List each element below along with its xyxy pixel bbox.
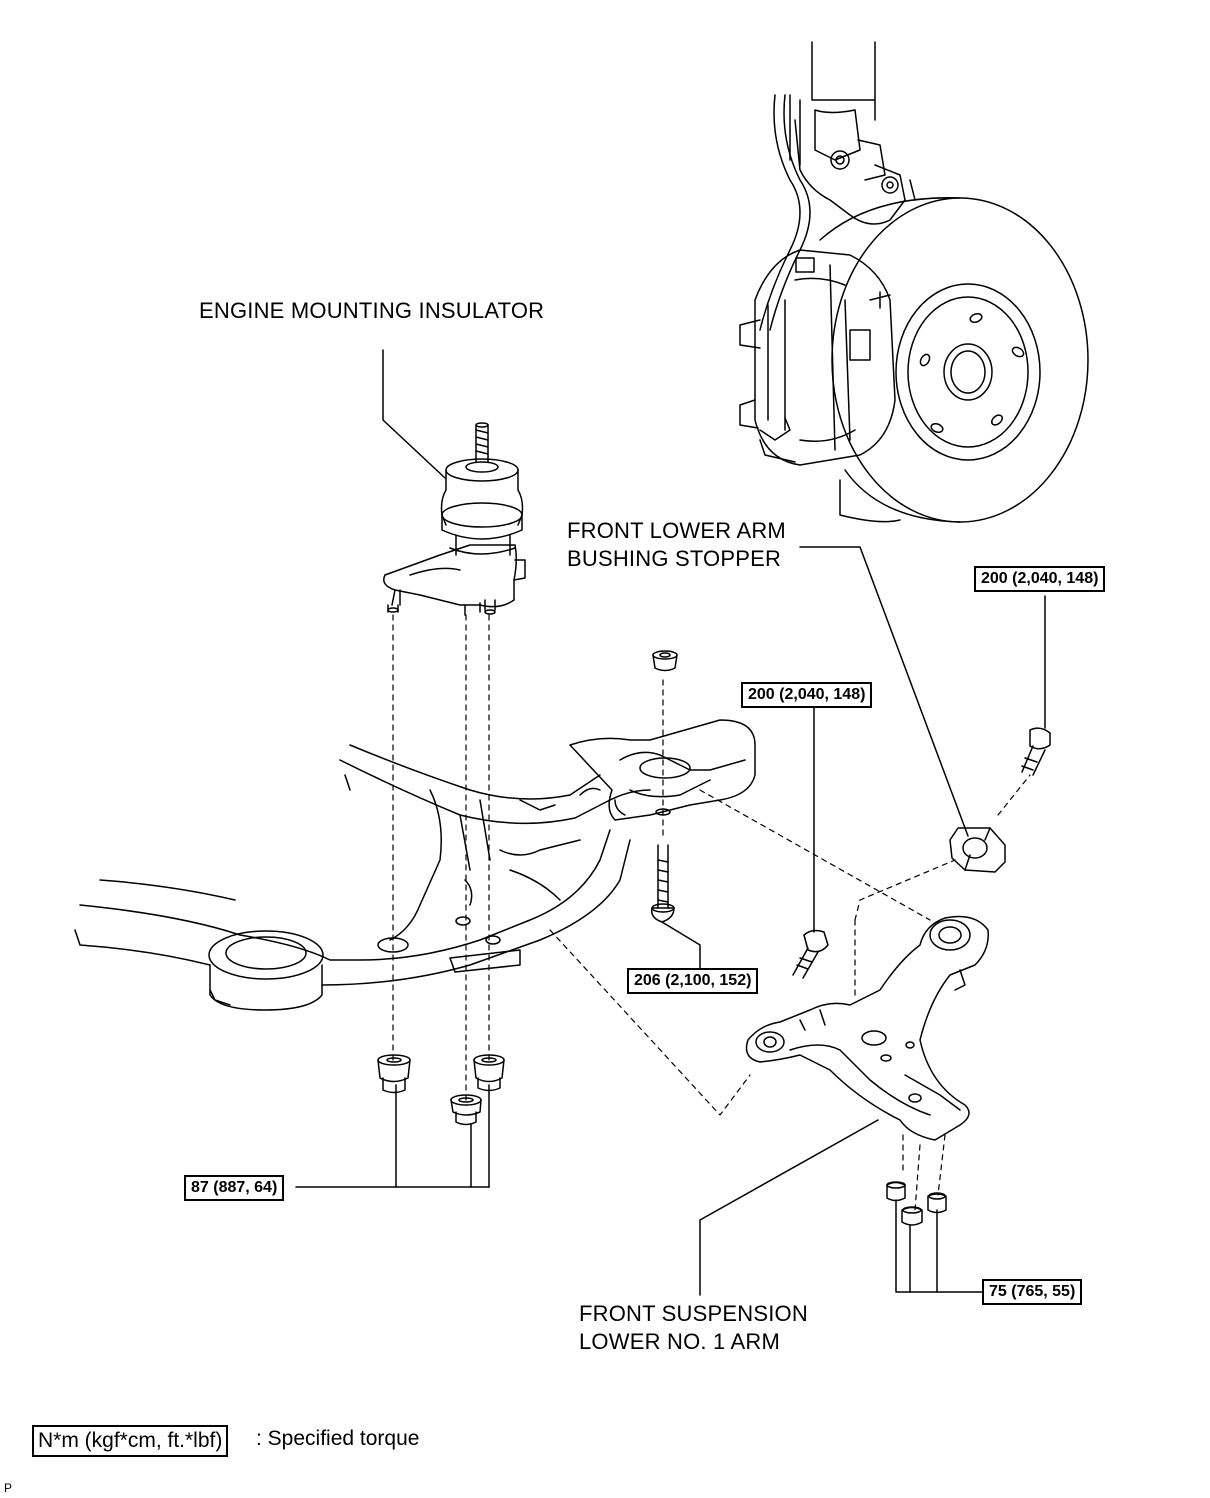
- torque-box-crossmember-bolt: 206 (2,100, 152): [627, 968, 759, 994]
- lower-arm-label-line2: LOWER NO. 1 ARM: [579, 1329, 781, 1354]
- engine-mounting-insulator-label: ENGINE MOUNTING INSULATOR: [199, 298, 545, 323]
- lower-arm-part: [745, 915, 989, 1141]
- brake-disc-hub-assembly: [739, 41, 1089, 523]
- lower-arm-bolts: [792, 727, 1051, 1226]
- leader-lines: [295, 349, 1046, 1296]
- engine-mount-nuts: [377, 1054, 505, 1126]
- front-crossmember: [74, 719, 756, 1011]
- torque-box-arm-front-bolt: 200 (2,040, 148): [741, 682, 873, 708]
- legend-description: : Specified torque: [256, 1427, 420, 1450]
- torque-box-engine-mount-nuts: 87 (887, 64): [184, 1175, 285, 1201]
- corner-mark: P: [4, 1481, 13, 1495]
- engine-mounting-insulator-part: [383, 422, 526, 616]
- bushing-stopper-label-line1: FRONT LOWER ARM: [567, 518, 786, 543]
- bushing-stopper-label-line2: BUSHING STOPPER: [567, 546, 782, 571]
- crossmember-nut-bolt: [650, 650, 678, 923]
- torque-box-ball-joint-bolts: 75 (765, 55): [982, 1279, 1083, 1305]
- assembly-guide-lines: [392, 614, 1031, 1211]
- torque-box-bushing-bolt: 200 (2,040, 148): [974, 566, 1106, 592]
- legend-unit-box: N*m (kgf*cm, ft.*lbf): [32, 1425, 229, 1457]
- lower-arm-label-line1: FRONT SUSPENSION: [579, 1301, 808, 1326]
